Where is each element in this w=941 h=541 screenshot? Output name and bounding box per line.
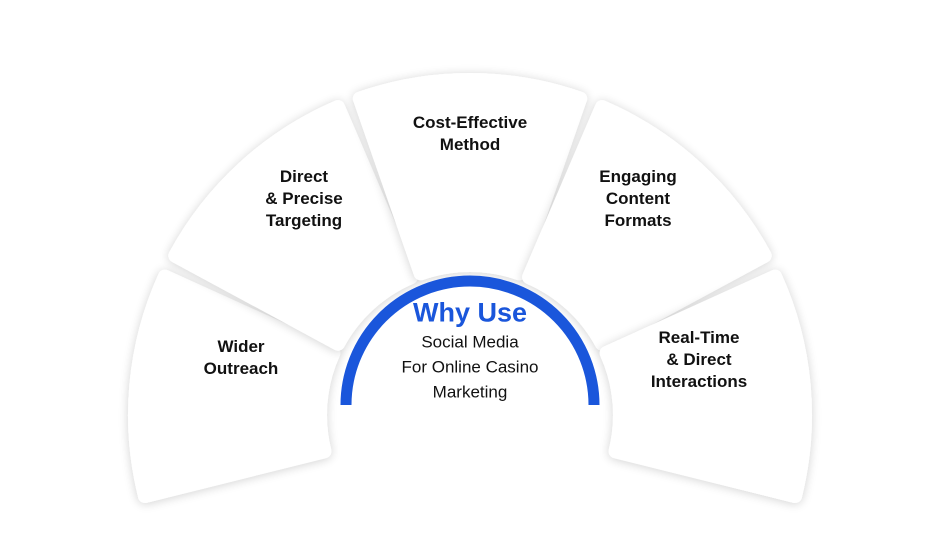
segment-card [352,73,588,281]
segment-card [128,269,341,504]
segment-label-line: Targeting [265,211,343,230]
center-line: Marketing [432,382,508,402]
segment-card [522,100,772,351]
segment-label-line: Formats [604,211,672,230]
segment-label-line: Method [439,135,501,154]
segment-label-line: Content [605,189,671,208]
segment-label-line: & Precise [265,189,343,208]
segment-label-line: Wider [217,337,265,356]
segment-label-line: Cost-Effective [412,113,528,132]
segment-label-line: Outreach [203,359,279,378]
segment-label-line: & Direct [666,350,732,369]
center-heading: Why Use [412,297,528,328]
segment-label-line: Real-Time [658,328,740,347]
segment-label-line: Interactions [650,372,748,391]
center-title: Why Use Social Media For Online Casino M… [401,296,538,405]
center-line: For Online Casino [401,357,539,377]
segment-card [599,269,812,504]
segment-label-line: Direct [279,167,329,186]
center-line: Social Media [421,332,519,352]
segment-label-line: Engaging [599,167,677,186]
center-arc [340,275,600,406]
segment-card [168,100,418,351]
